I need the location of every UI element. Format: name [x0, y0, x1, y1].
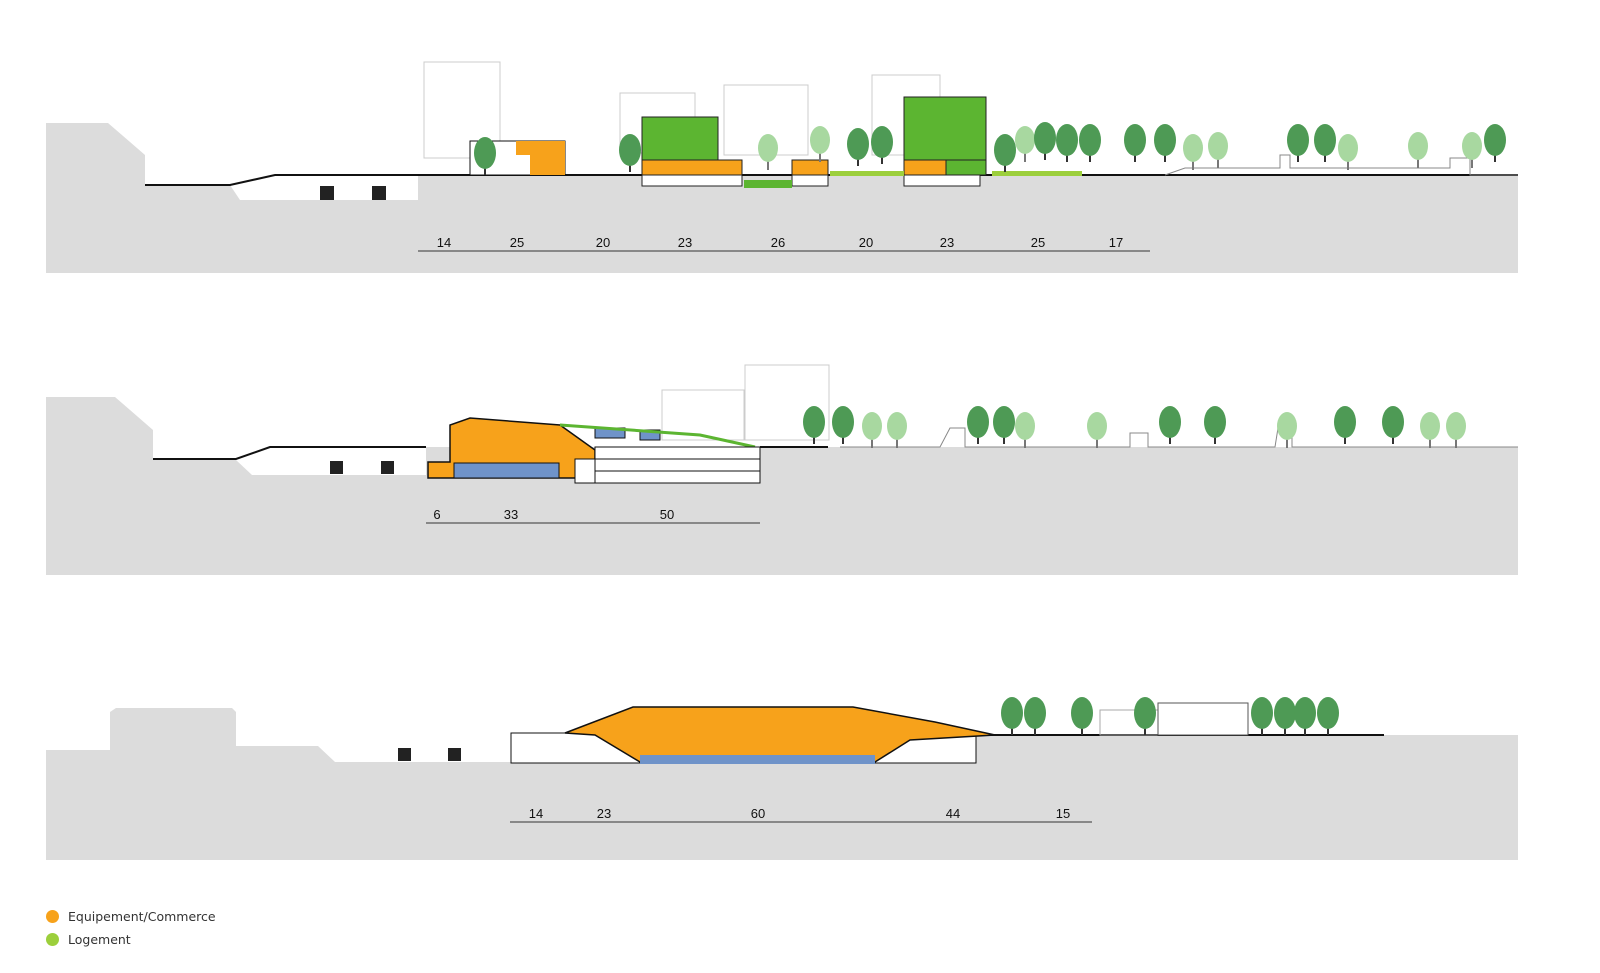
legend-item-equipement: Equipement/Commerce	[46, 905, 216, 928]
dimension-line: 14 23 60 44 15	[510, 806, 1092, 823]
trees	[474, 122, 1506, 175]
dimension-label: 33	[504, 507, 518, 522]
dimension-label: 20	[596, 235, 610, 250]
legend-label: Logement	[68, 932, 131, 947]
section-2: 6 33 50	[46, 364, 1518, 575]
ground	[46, 708, 1518, 860]
trees	[803, 406, 1466, 448]
dimension-label: 15	[1056, 806, 1070, 821]
dimension-label: 23	[678, 235, 692, 250]
dimension-label: 14	[529, 806, 543, 821]
dimension-label: 17	[1109, 235, 1123, 250]
dimension-label: 23	[940, 235, 954, 250]
train-icon	[372, 186, 386, 200]
ground	[46, 123, 1518, 273]
dimension-label: 25	[510, 235, 524, 250]
dimension-label: 25	[1031, 235, 1045, 250]
section-1: 14 25 20 23 26 20 23 25 17	[46, 61, 1518, 273]
dimension-label: 60	[751, 806, 765, 821]
legend-label: Equipement/Commerce	[68, 909, 216, 924]
dimension-label: 26	[771, 235, 785, 250]
orange-dot-icon	[46, 910, 59, 923]
dimension-label: 23	[597, 806, 611, 821]
dimension-label: 44	[946, 806, 960, 821]
legend-item-logement: Logement	[46, 928, 216, 951]
dimension-label: 50	[660, 507, 674, 522]
legend: Equipement/Commerce Logement	[46, 905, 216, 951]
section-3: 14 23 60 44 15	[46, 697, 1518, 860]
green-dot-icon	[46, 933, 59, 946]
ground	[46, 397, 1518, 575]
dimension-label: 20	[859, 235, 873, 250]
dimension-label: 14	[437, 235, 451, 250]
dimension-label: 6	[433, 507, 440, 522]
dimension-line: 14 25 20 23 26 20 23 25 17	[418, 235, 1150, 252]
dimension-line: 6 33 50	[426, 507, 760, 524]
train-icon	[320, 186, 334, 200]
